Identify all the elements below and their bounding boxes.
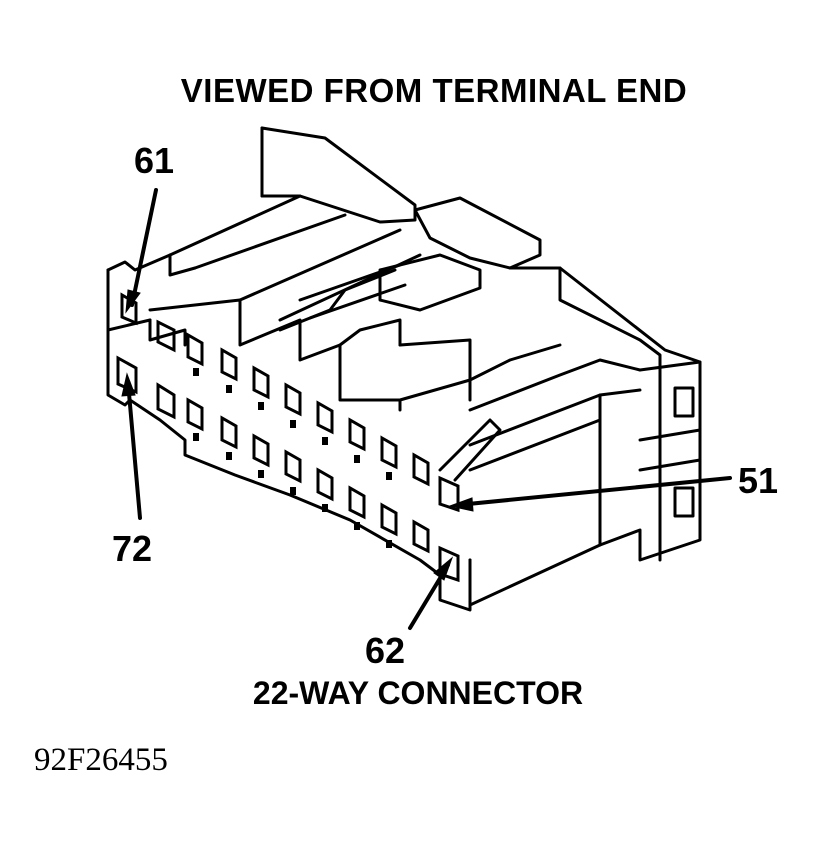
leader-line-61 [130, 188, 158, 307]
pin-label-51: 51 [738, 460, 779, 501]
leader-arrow-51 [448, 497, 474, 512]
leader-arrow-62 [433, 556, 454, 581]
connector-mid-housing [413, 196, 542, 270]
connector-right-housing [468, 266, 702, 607]
pin-label-61: 61 [134, 140, 175, 181]
leader-line-51 [456, 476, 732, 507]
leader-arrow-61 [125, 289, 141, 314]
pin-label-72: 72 [112, 528, 153, 569]
leader-arrow-72 [121, 372, 136, 397]
connector-rear-housing [260, 126, 417, 224]
leader-line-72 [126, 380, 142, 520]
diagram-title: VIEWED FROM TERMINAL END [180, 72, 688, 109]
connector-top-ribs [168, 194, 422, 322]
figure-id: 92F26455 [34, 742, 168, 778]
connector-caption: 22-WAY CONNECTOR [252, 675, 584, 711]
pin-label-62: 62 [365, 630, 406, 671]
connector-front-face [106, 268, 472, 612]
terminal-cavities [116, 292, 460, 583]
